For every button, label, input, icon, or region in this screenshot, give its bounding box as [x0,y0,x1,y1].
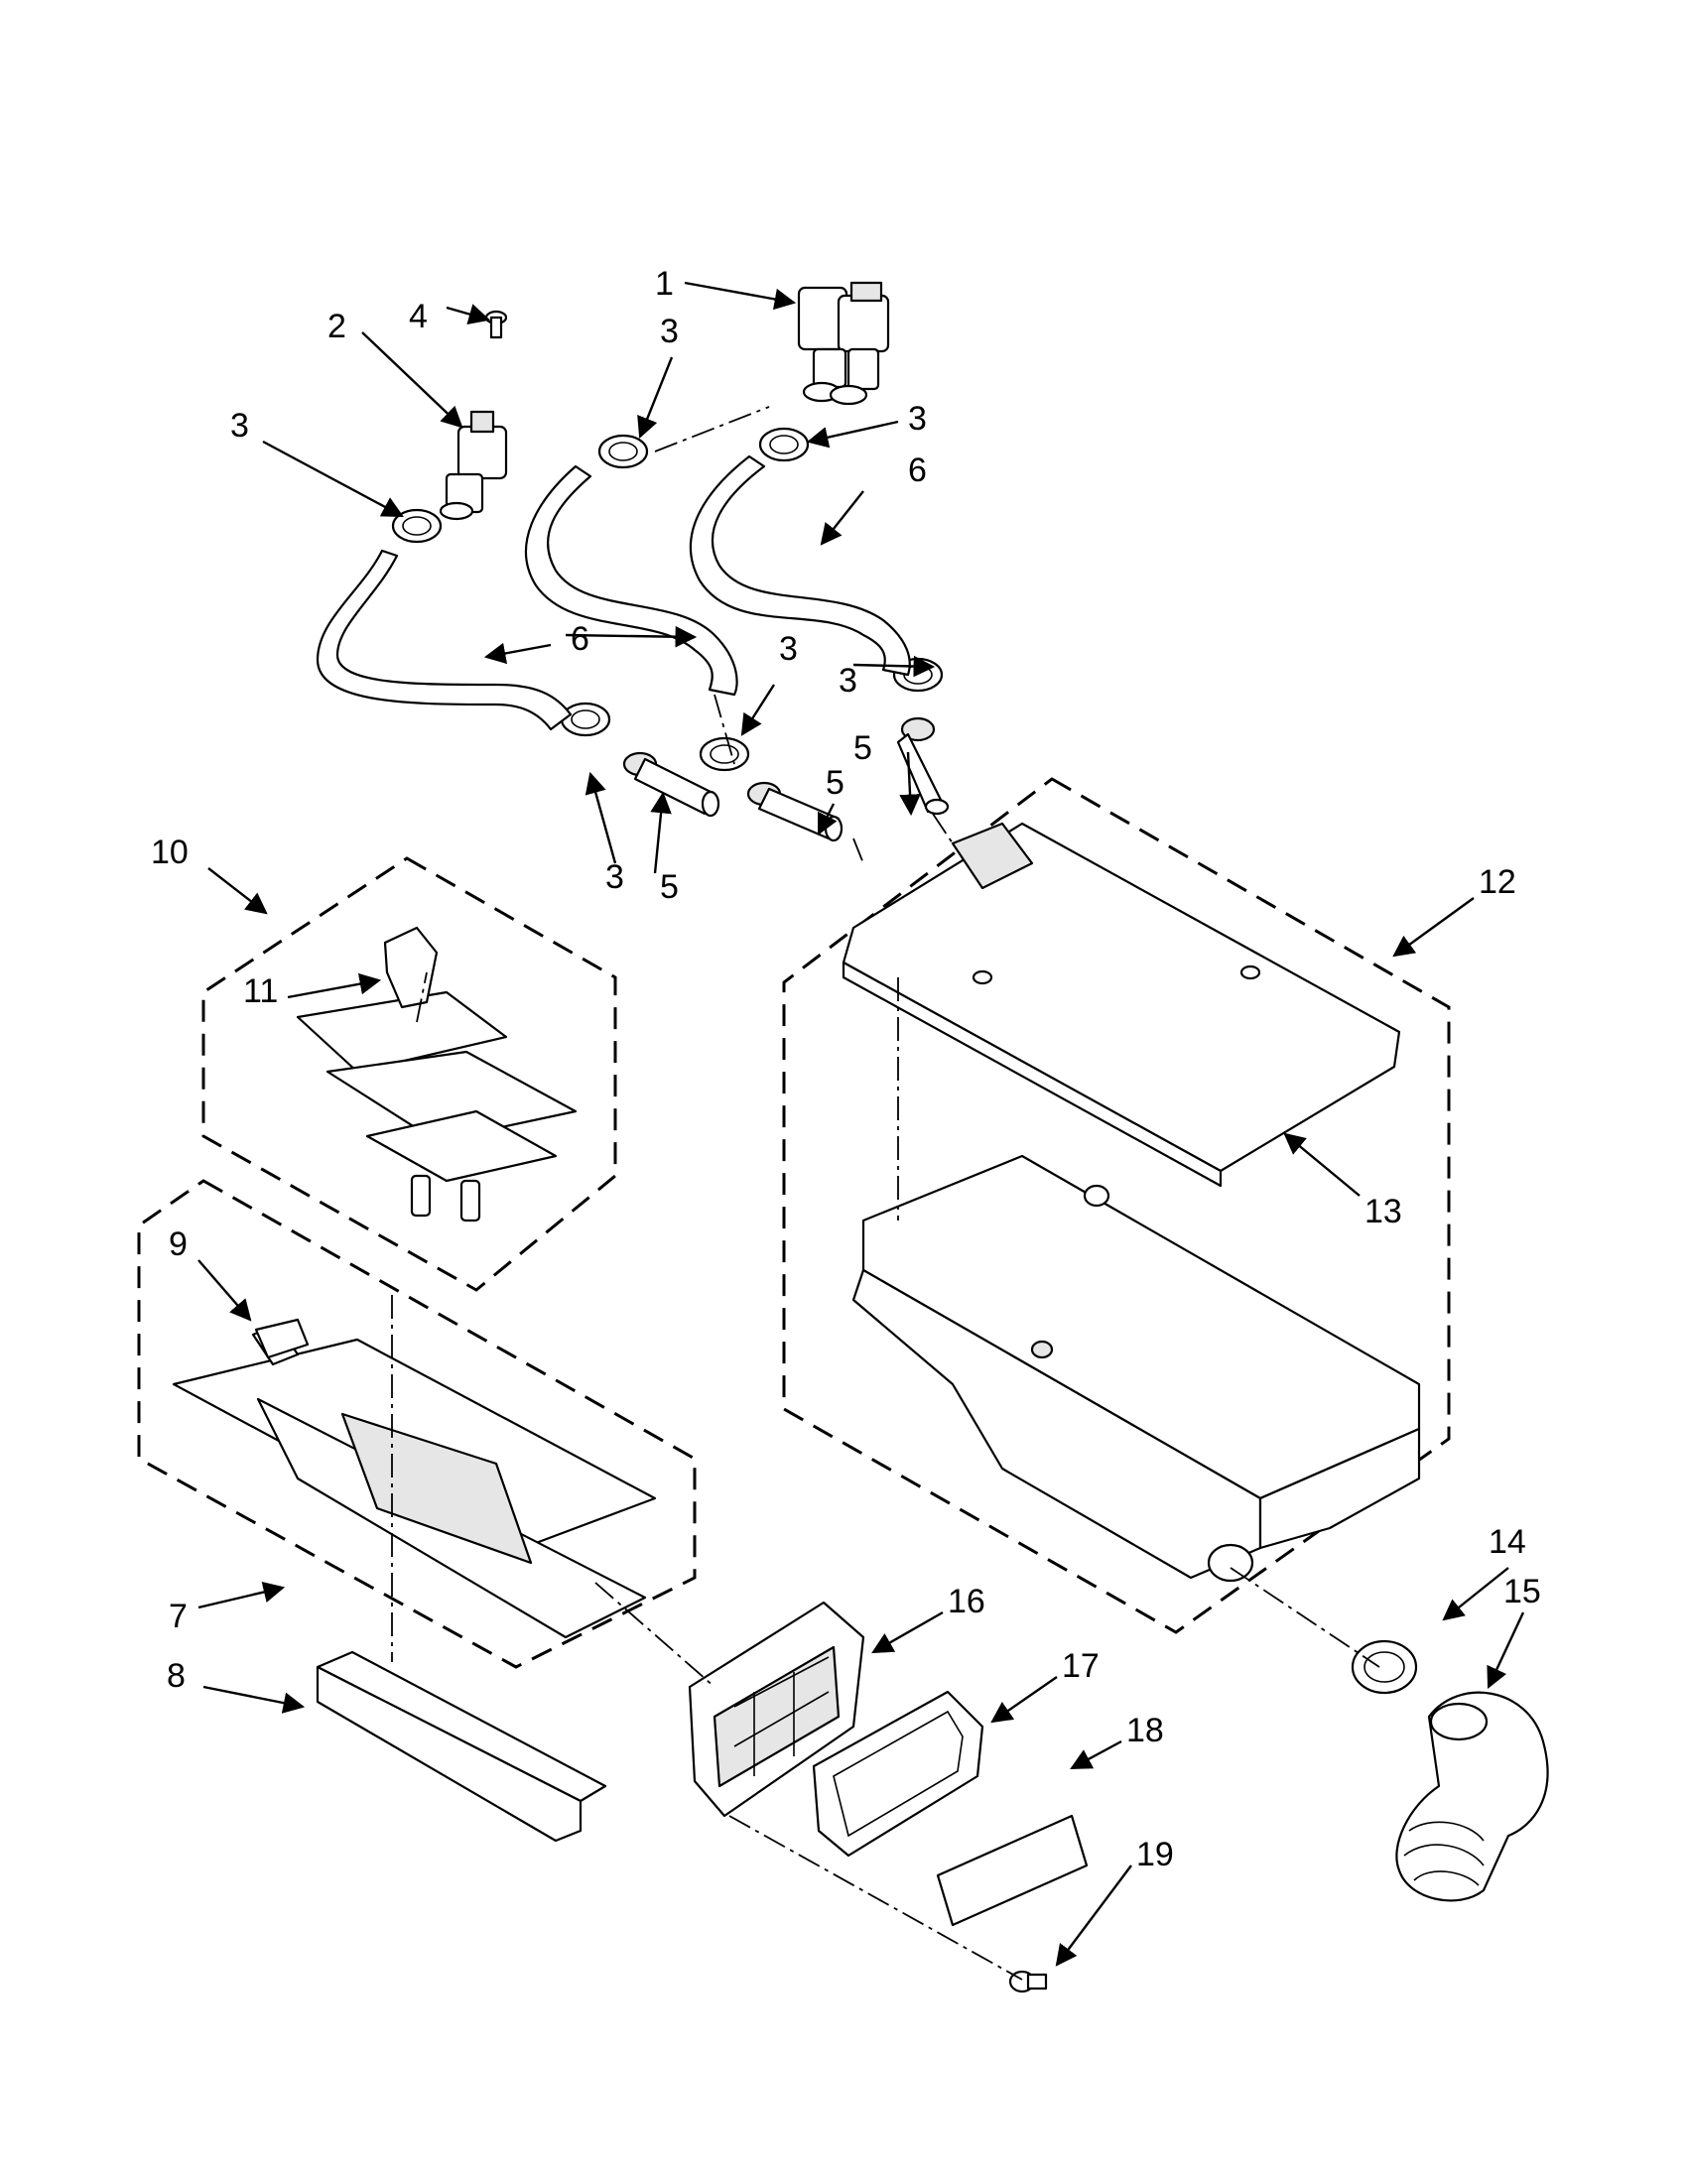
connection-lines [391,406,1380,1981]
callout-13: 13 [1364,1193,1402,1230]
hose-clamp-5 [699,736,750,772]
detergent-drawer-insert [296,990,578,1222]
drain-hose-clamp [1351,1639,1418,1695]
hose-right [689,454,911,677]
callout-7: 7 [169,1598,188,1635]
siphon-cap [383,926,439,1009]
hose-clamp-4 [560,702,611,737]
group-outline-dispenser-frame [137,1179,697,1669]
group-outline-dispenser-drawer [201,856,617,1292]
callout-3: 3 [605,858,624,896]
callout-1: 1 [655,265,674,303]
vent-grille [688,1601,865,1818]
callout-6: 6 [908,451,927,489]
gasket [812,1690,984,1858]
callout-10: 10 [151,834,189,871]
nozzle-tube-3 [896,716,950,816]
callout-3: 3 [908,400,927,438]
callout-15: 15 [1503,1573,1541,1610]
screw-cover [1008,1970,1048,1993]
water-valve-dual [797,281,890,406]
group-outline-housing-assembly [782,777,1451,1634]
callout-3: 3 [660,313,679,350]
callout-3: 3 [230,407,249,445]
housing-cover [842,822,1401,1188]
callout-6: 6 [571,620,589,658]
dispenser-housing [851,1154,1421,1583]
callout-5: 5 [826,764,844,802]
hose-left [316,549,573,731]
water-valve-single [439,410,508,521]
callout-8: 8 [167,1657,186,1695]
callout-19: 19 [1136,1836,1174,1873]
screw-top [484,310,508,339]
frame-clip [254,1318,310,1359]
drawer-tray [316,1650,607,1843]
callout-9: 9 [169,1225,188,1263]
callout-18: 18 [1126,1712,1164,1749]
callout-5: 5 [660,868,679,906]
callout-17: 17 [1062,1647,1100,1685]
callout-2: 2 [327,308,346,345]
callout-16: 16 [948,1583,985,1620]
callout-14: 14 [1489,1523,1526,1561]
callout-3: 3 [779,630,798,668]
callout-5: 5 [853,729,872,767]
access-cover-plate [936,1814,1089,1927]
dispenser-frame [172,1323,657,1639]
callout-11: 11 [243,972,278,1010]
nozzle-tube-1 [622,751,720,818]
callout-4: 4 [409,298,428,335]
hose-clamp-3 [758,427,810,462]
drain-bellows [1395,1691,1549,1902]
hose-clamp-1 [391,508,443,544]
callout-3: 3 [839,662,857,700]
hose-clamp-2 [597,434,649,469]
callout-12: 12 [1479,863,1516,901]
